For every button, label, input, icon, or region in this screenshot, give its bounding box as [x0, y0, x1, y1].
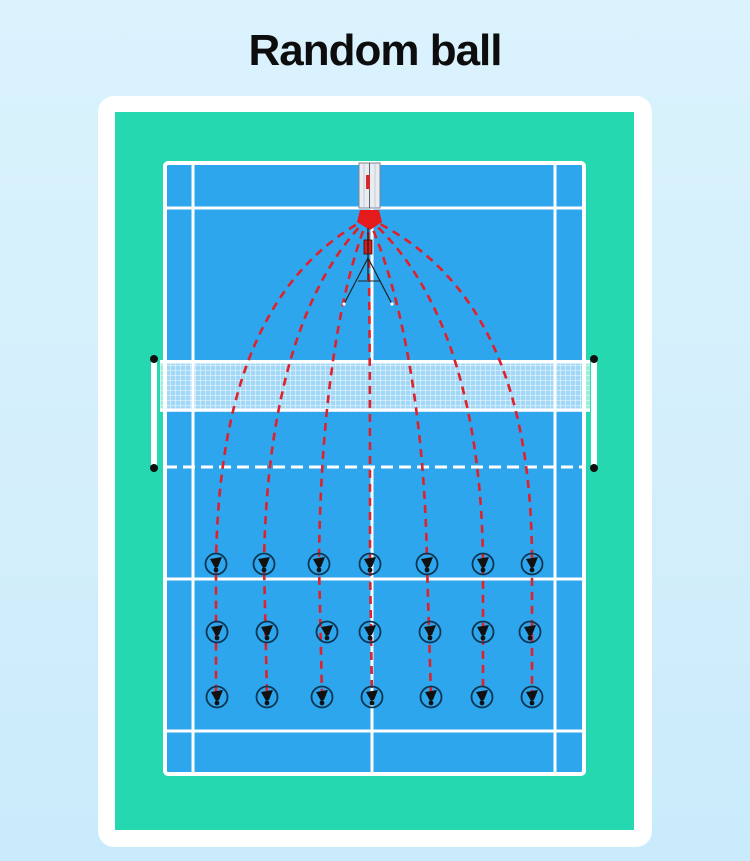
page-title: Random ball — [248, 26, 502, 75]
court — [163, 161, 586, 776]
trajectories — [214, 216, 534, 698]
net-post-left — [150, 355, 158, 472]
shuttle-machine — [342, 162, 394, 306]
net — [160, 360, 590, 412]
net-post-right — [590, 355, 598, 472]
